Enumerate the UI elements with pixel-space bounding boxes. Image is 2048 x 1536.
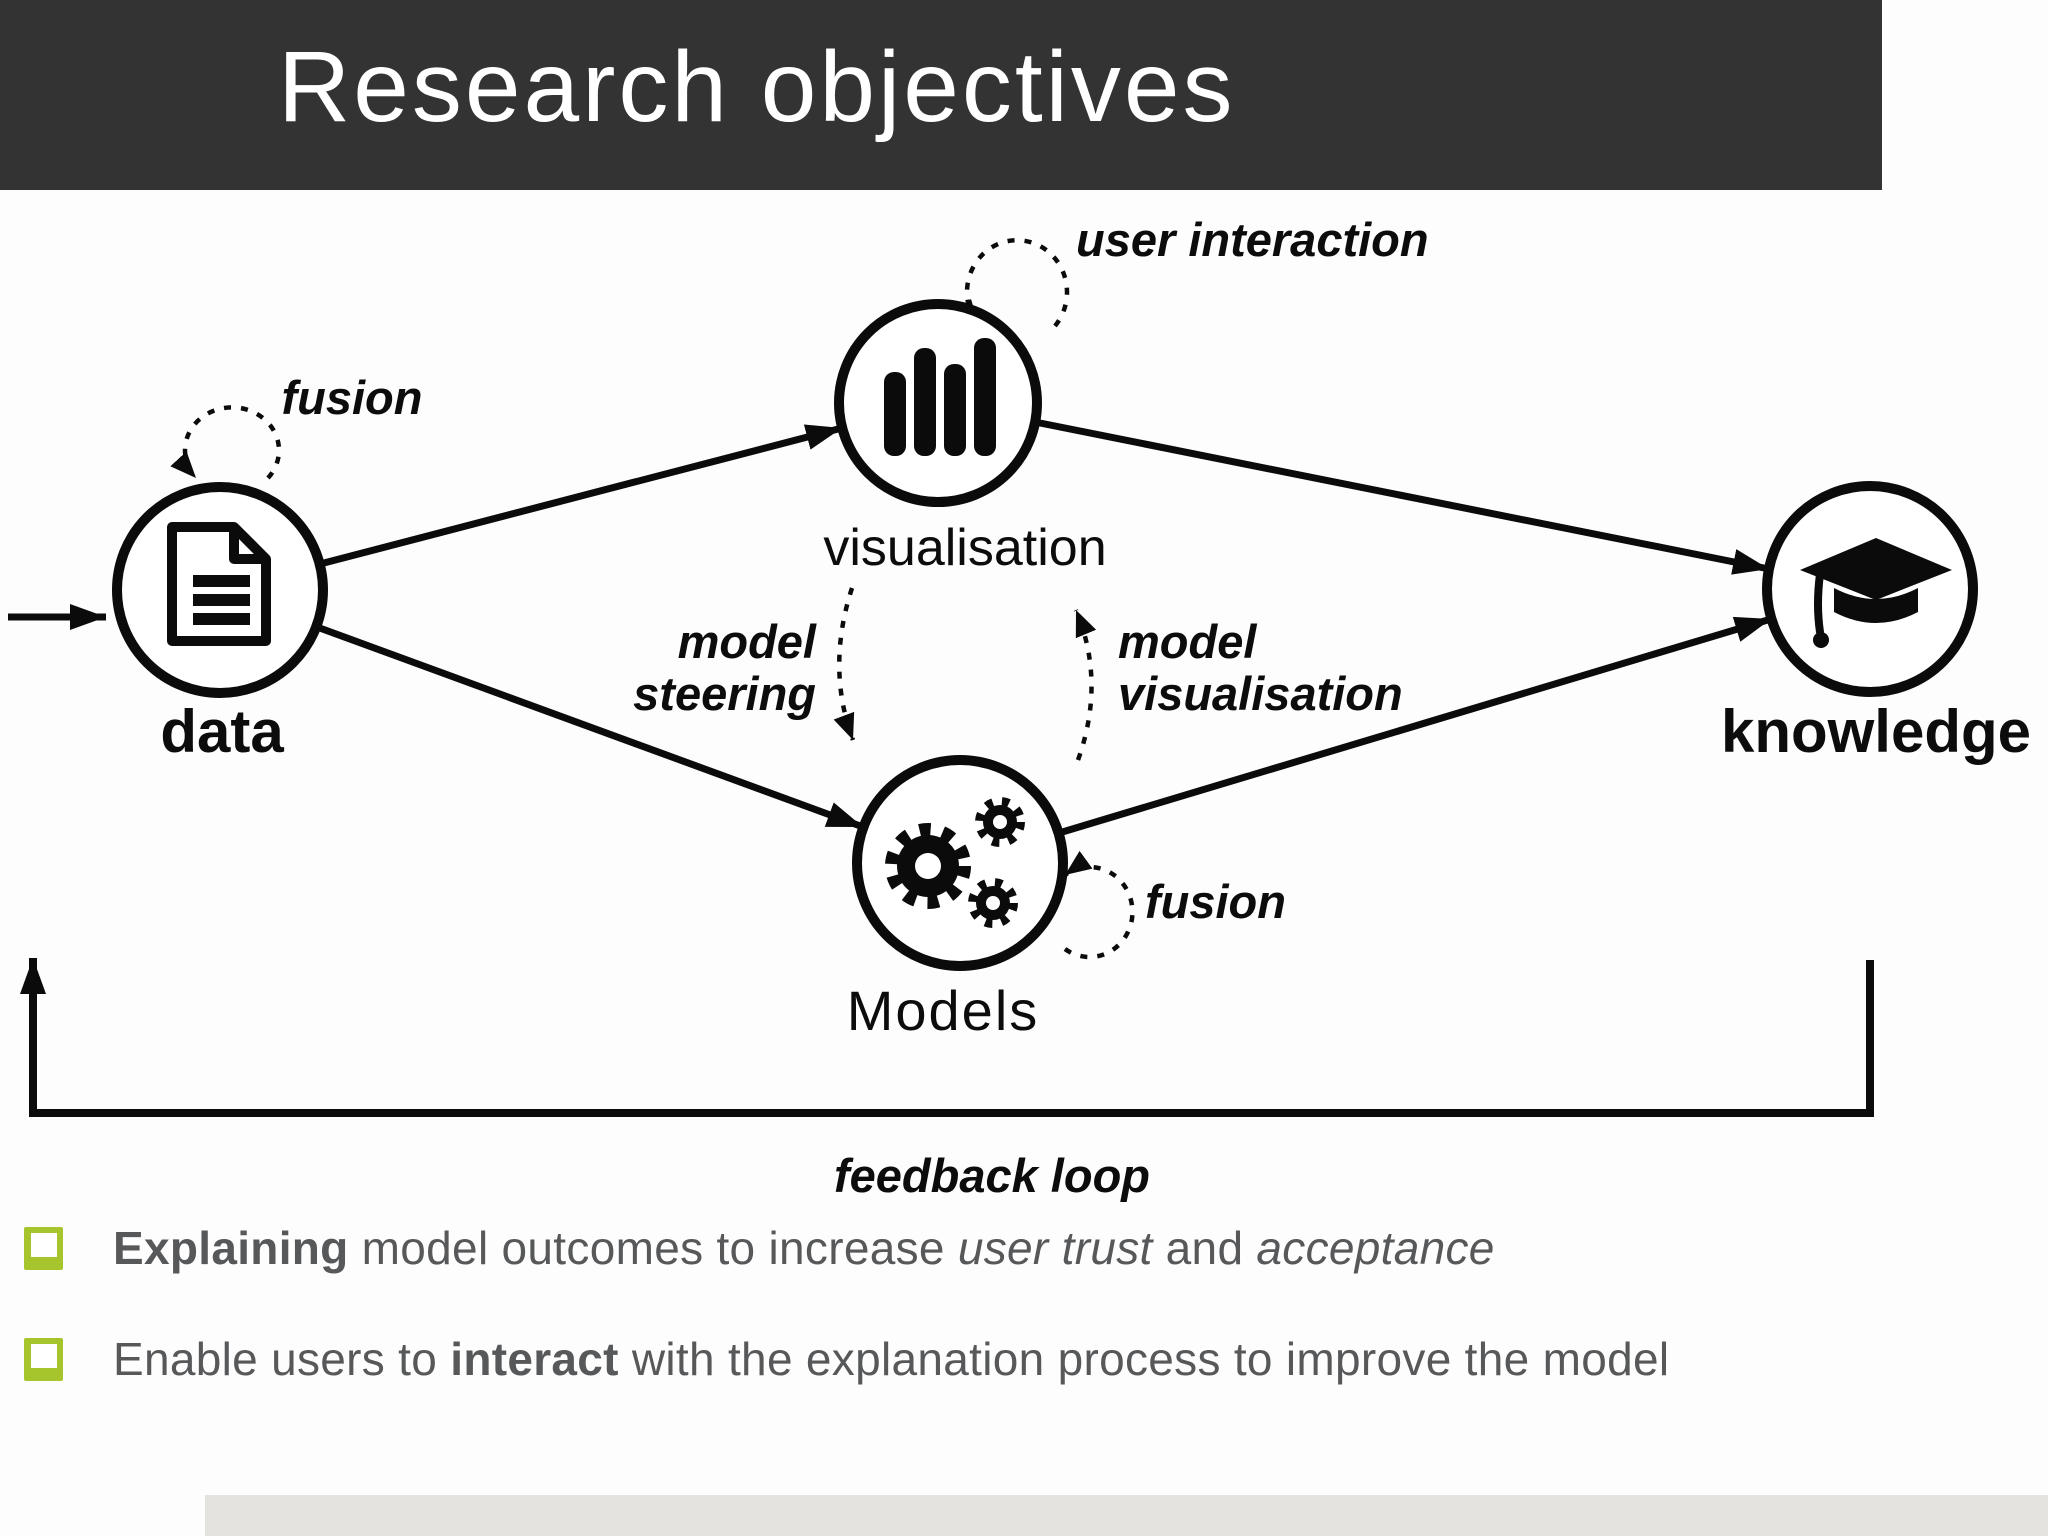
user-interaction-label: user interaction [1076, 213, 1429, 266]
visualisation-user-interaction-loop [954, 237, 1070, 328]
models-fusion-label: fusion [1145, 875, 1286, 928]
bullet-square-icon [24, 1337, 63, 1381]
bullet2-seg-bold: interact [450, 1332, 619, 1385]
bullet1-seg-italic1: user trust [957, 1222, 1153, 1274]
model-visualisation-label-line2: visualisation [1118, 667, 1403, 720]
edge-data-to-visualisation [319, 424, 843, 568]
models-label: Models [847, 979, 1040, 1042]
document-icon [167, 522, 271, 646]
edge-visualisation-to-knowledge [1034, 418, 1770, 575]
bullet1-seg-regular: model outcomes to increase [348, 1222, 958, 1274]
model-visualisation-label-line1: model [1118, 615, 1257, 668]
node-models: Models [847, 755, 1068, 1042]
data-fusion-loop [170, 405, 282, 480]
bar-chart-icon [884, 338, 996, 456]
bullet2-seg-regular: Enable users to [113, 1332, 451, 1385]
bullet1-seg-regular2: and [1152, 1222, 1257, 1274]
data-fusion-label: fusion [282, 371, 423, 424]
graduation-cap-icon [1800, 538, 1952, 648]
bullet-text-1: Explaining model outcomes to increase us… [113, 1222, 1495, 1275]
model-steering-label-line2: steering [633, 667, 816, 720]
edge-models-to-knowledge [1057, 615, 1773, 837]
node-knowledge: knowledge [1721, 481, 2031, 765]
model-steering-label-line1: model [678, 615, 817, 668]
gears-icon [885, 797, 1025, 928]
feedback-loop-arrow [20, 958, 1874, 1117]
knowledge-label: knowledge [1721, 698, 2031, 765]
header-bar: Research objectives [0, 0, 1882, 190]
page-title: Research objectives [278, 31, 1236, 143]
bullet1-seg-bold: Explaining [113, 1222, 349, 1274]
bullet-square-icon [24, 1227, 63, 1270]
node-data: data [112, 482, 328, 765]
model-steering-arrow [833, 587, 856, 741]
footer-bar [205, 1495, 2048, 1536]
list-item: Enable users to interact with the explan… [24, 1333, 2014, 1386]
node-visualisation: visualisation [823, 299, 1107, 577]
bullet2-seg-regular2: with the explanation process to improve … [618, 1332, 1670, 1385]
visualisation-label: visualisation [823, 519, 1106, 577]
model-visualisation-arrow [1073, 609, 1097, 761]
models-fusion-loop [1063, 850, 1135, 960]
bullet1-seg-italic2: acceptance [1256, 1222, 1495, 1274]
edge-data-to-models [315, 623, 865, 831]
feedback-loop-label: feedback loop [834, 1149, 1150, 1202]
data-label: data [160, 698, 284, 765]
bullet-text-2: Enable users to interact with the explan… [113, 1333, 1669, 1386]
list-item: Explaining model outcomes to increase us… [24, 1222, 2014, 1275]
bullet-list: Explaining model outcomes to increase us… [24, 1222, 2014, 1444]
